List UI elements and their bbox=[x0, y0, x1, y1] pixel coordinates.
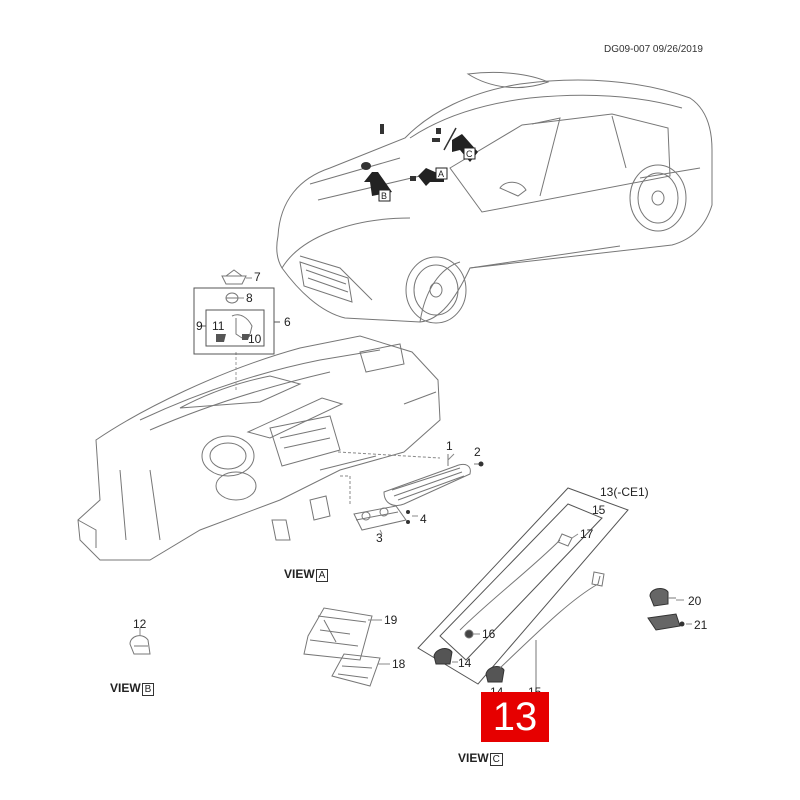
leader-dashed-3 bbox=[340, 475, 351, 505]
part-10-11-connectors bbox=[216, 334, 250, 342]
callout-9: 9 bbox=[196, 319, 203, 333]
callout-14: 14 bbox=[458, 656, 472, 670]
view-arrow-b bbox=[364, 172, 392, 202]
leader-3 bbox=[379, 529, 383, 535]
car-hardware bbox=[361, 124, 457, 181]
part-3-bracket bbox=[353, 505, 407, 531]
part-8-sensor bbox=[225, 292, 239, 304]
callout-11: 11 bbox=[212, 319, 225, 333]
part-2-screw bbox=[478, 461, 484, 467]
part-9-harness bbox=[231, 314, 253, 339]
callout-2: 2 bbox=[474, 445, 481, 459]
part-14-sensor bbox=[433, 648, 505, 683]
callout-10: 10 bbox=[248, 332, 262, 346]
part-15-harness bbox=[499, 571, 605, 690]
dashboard-outline bbox=[77, 335, 441, 561]
group-box-6 bbox=[193, 287, 275, 355]
callout-1: 1 bbox=[446, 439, 453, 453]
kit-box-15 bbox=[439, 503, 603, 661]
group-box-9 bbox=[205, 309, 265, 347]
kit-box-13 bbox=[417, 487, 629, 685]
view-arrow-c bbox=[452, 134, 478, 162]
part-1-module bbox=[383, 454, 480, 506]
part-19-module bbox=[303, 607, 373, 661]
callout-17: 17 bbox=[580, 527, 594, 541]
part-16-clip bbox=[464, 629, 474, 639]
callout-3: 3 bbox=[376, 531, 383, 545]
part-7-cover bbox=[221, 269, 247, 285]
callout-20: 20 bbox=[688, 594, 702, 608]
leader-2 bbox=[447, 453, 455, 461]
drawing-id: DG09-007 09/26/2019 bbox=[604, 44, 703, 55]
part-4-screw bbox=[406, 520, 410, 524]
callout-12: 12 bbox=[133, 617, 147, 631]
arrow-label-b: B bbox=[381, 191, 388, 201]
callout-6: 6 bbox=[284, 315, 291, 329]
part-18-bracket bbox=[331, 653, 381, 687]
arrow-label-a: A bbox=[438, 169, 445, 179]
view-label-text: VIEW bbox=[458, 751, 489, 765]
callout-15: 15 bbox=[592, 503, 606, 517]
callout-13-ce1: 13(-CE1) bbox=[600, 485, 649, 499]
part-number-badge: 13 bbox=[481, 692, 549, 742]
callout-8: 8 bbox=[246, 291, 253, 305]
part-4-screw bbox=[406, 510, 410, 514]
leader-dashed-1 bbox=[337, 451, 441, 459]
car-grille bbox=[299, 261, 353, 303]
part-20-sensor bbox=[649, 588, 676, 607]
callout-4: 4 bbox=[420, 512, 427, 526]
view-label-letter: B bbox=[141, 683, 155, 696]
callout-21: 21 bbox=[694, 618, 708, 632]
car-wheels bbox=[405, 164, 687, 324]
view-label-text: VIEW bbox=[284, 567, 315, 581]
part-12-sensor bbox=[129, 635, 151, 655]
leader-17 bbox=[571, 533, 579, 539]
callout-16: 16 bbox=[482, 627, 496, 641]
callout-18: 18 bbox=[392, 657, 406, 671]
part-21-bracket bbox=[647, 613, 685, 631]
view-label-text: VIEW bbox=[110, 681, 141, 695]
view-label-letter: A bbox=[315, 569, 329, 582]
car-outline bbox=[276, 71, 713, 323]
arrow-label-c: C bbox=[466, 149, 473, 159]
callout-19: 19 bbox=[384, 613, 398, 627]
view-label-letter: C bbox=[489, 753, 503, 766]
part-17-harness bbox=[459, 533, 573, 631]
callout-7: 7 bbox=[254, 270, 261, 284]
view-arrow-a bbox=[418, 167, 448, 186]
